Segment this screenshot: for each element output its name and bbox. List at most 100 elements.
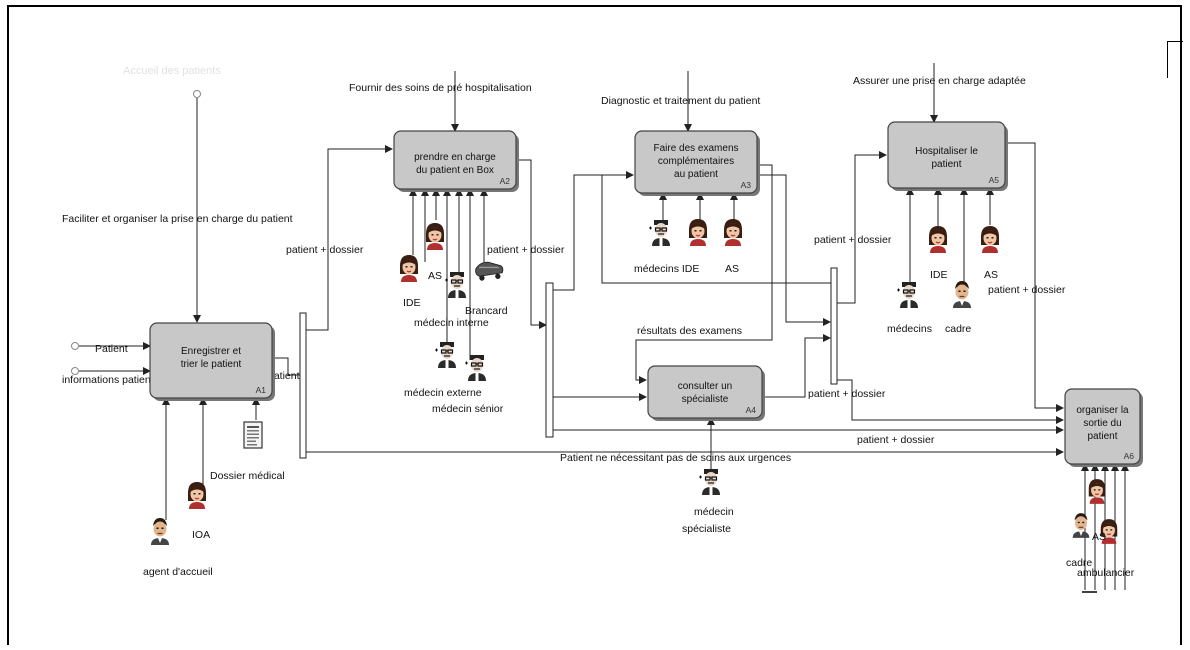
box-code: A2: [500, 176, 511, 186]
flow-lines: [272, 142, 1064, 456]
box-label-line: Faire des examens: [653, 143, 738, 154]
mech-label-as-a5: AS: [984, 269, 998, 281]
mech-label-medecin-interne: médecin interne: [414, 317, 489, 329]
mech-label-cadre-a5: cadre: [945, 323, 971, 335]
mech-label-dossier: Dossier médical: [210, 470, 285, 482]
nurse-icon: [688, 218, 708, 246]
box-label-line: Enregistrer et: [181, 346, 241, 357]
mech-label-cadre-a6: cadre: [1066, 557, 1092, 569]
nurse-icon: [1088, 478, 1106, 504]
frame-corner-tick: [1167, 41, 1183, 42]
nurse-icon: [723, 218, 743, 246]
mech-label-ide: IDE: [403, 297, 421, 309]
document-icon: [243, 421, 263, 449]
doctor-icon: [897, 281, 919, 308]
mech-label-as: AS: [428, 270, 442, 282]
input-label-informations: informations patient: [62, 374, 154, 386]
faded-control-label: Accueil des patients: [123, 65, 221, 77]
doctor-icon: [445, 271, 467, 298]
flow-label-to-a2: patient + dossier: [286, 244, 364, 256]
doctor-icon: [649, 219, 671, 246]
box-code: A6: [1124, 451, 1135, 461]
mech-label-brancard: Brancard: [465, 305, 508, 317]
mech-label-ioa: IOA: [192, 529, 210, 541]
box-label-line: spécialiste: [682, 394, 729, 405]
flow-label-a2-out: patient + dossier: [487, 244, 565, 256]
input-arrows: [71, 342, 151, 375]
man-icon: [150, 517, 170, 545]
box-label-line: patient: [1087, 431, 1117, 442]
nurse-icon: [928, 225, 948, 253]
mech-label-agent: agent d'accueil: [143, 566, 213, 578]
box-body: [149, 322, 273, 399]
activity-box-a3: Faire des examens complémentaires au patie…: [634, 130, 760, 196]
box-body: [393, 130, 517, 190]
flow-label-to-a6: patient + dossier: [857, 434, 935, 446]
nurse-icon: [980, 225, 1000, 253]
mech-label-medecin-senior: médecin sénior: [432, 403, 504, 415]
mech-label-medecins-a5: médecins: [887, 323, 932, 335]
control-label-a2: Fournir des soins de pré hospitalisation: [349, 82, 532, 94]
box-label-line: du patient en Box: [416, 165, 494, 176]
box-label-line: sortie du: [1083, 418, 1121, 429]
junction-bar-2: [545, 282, 554, 438]
box-code: A5: [989, 175, 1000, 185]
mech-label-ide-a5: IDE: [930, 269, 948, 281]
mech-label-ambulancier: ambulancier: [1077, 567, 1135, 579]
box-label-line: organiser la: [1076, 405, 1129, 416]
box-label-line: complémentaires: [658, 156, 734, 167]
nurse-icon: [399, 254, 419, 282]
flow-label-a1-out: patient: [268, 370, 300, 382]
flow-label-bypass: Patient ne nécessitant pas de soins aux …: [560, 452, 791, 464]
box-body: [647, 365, 763, 419]
man-icon: [952, 280, 972, 308]
control-label-a3: Diagnostic et traitement du patient: [601, 95, 760, 107]
nurse-icon: [425, 222, 445, 250]
doctor-icon: [465, 354, 487, 381]
stretcher-icon: [474, 261, 504, 282]
box-label-line: consulter un: [678, 381, 732, 392]
man-icon: [1072, 512, 1090, 538]
box-code: A3: [741, 180, 752, 190]
box-label-line: Hospitaliser le: [915, 146, 978, 157]
flow-label-results: résultats des examens: [637, 325, 742, 337]
mech-label-as-a3: AS: [725, 263, 739, 275]
flow-label-a5-out: patient + dossier: [988, 284, 1066, 296]
input-label-patient: Patient: [95, 343, 128, 355]
frame-corner-line: [1167, 42, 1168, 78]
box-body: [887, 121, 1006, 189]
control-arrows: [193, 63, 938, 323]
doctor-icon: [699, 468, 721, 495]
box-label-line: prendre en charge: [414, 152, 496, 163]
mech-label-as-a6: AS: [1092, 531, 1106, 543]
mech-label-medecin-externe: médecin externe: [404, 387, 482, 399]
flow-label-a4-out: patient + dossier: [808, 388, 886, 400]
flow-label-to-a5: patient + dossier: [814, 234, 892, 246]
box-code: A4: [746, 405, 757, 415]
mech-label-medecin-a4: médecin: [694, 506, 734, 518]
mech-label-specialiste: spécialiste: [682, 523, 731, 535]
box-label-line: trier le patient: [181, 359, 242, 370]
box-code: A1: [256, 385, 267, 395]
junction-bar-3: [830, 267, 838, 385]
control-label-a1: Faciliter et organiser la prise en charg…: [62, 213, 293, 225]
control-label-a5: Assurer une prise en charge adaptée: [853, 75, 1026, 87]
box-label-line: au patient: [674, 169, 718, 180]
page-frame: [7, 5, 1182, 645]
box-body: [1064, 388, 1141, 465]
box-label-line: patient: [931, 159, 961, 170]
junction-bar-1: [299, 312, 307, 459]
nurse-icon: [187, 481, 207, 509]
mech-label-medecins-ide: médecins IDE: [634, 263, 699, 275]
doctor-icon: [435, 341, 457, 368]
mechanism-lines: [162, 187, 1129, 593]
box-body: [634, 130, 758, 194]
